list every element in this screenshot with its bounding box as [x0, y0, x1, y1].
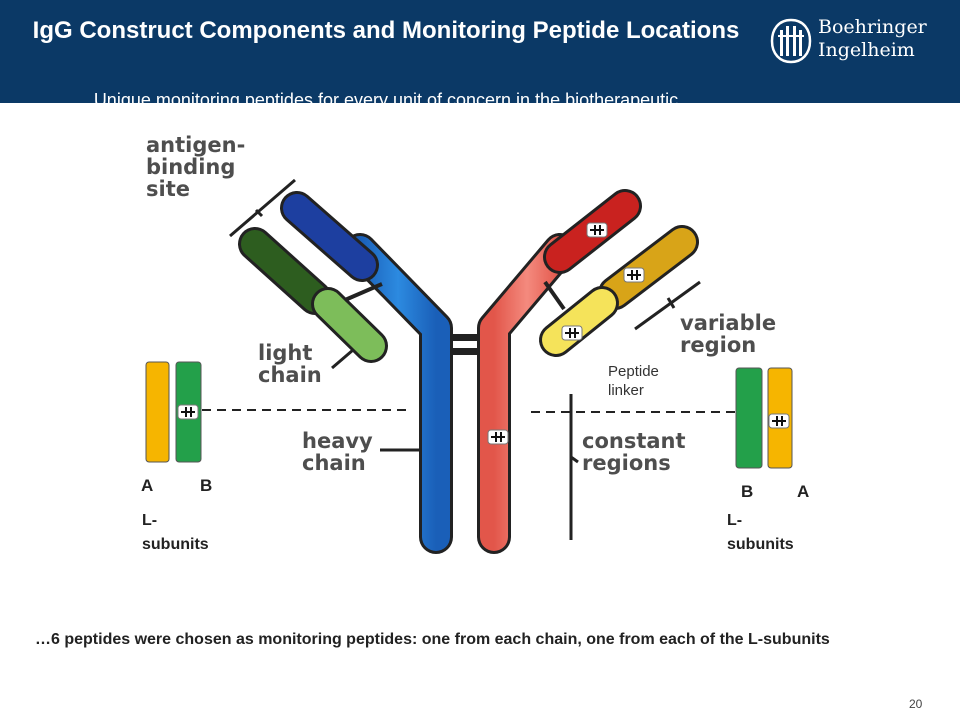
heavy-chain-right [480, 236, 574, 551]
antigen-binding-bracket-tick [254, 208, 264, 218]
antibody-figure: antigen- binding site light chain heavy … [90, 132, 841, 590]
peptide-marker-icon [177, 404, 199, 420]
left-subunits-label: L- subunits [142, 512, 209, 553]
peptide-marker-icon [623, 267, 645, 283]
logo-text: Boehringer Ingelheim [818, 16, 927, 61]
peptide-marker-icon [586, 222, 608, 238]
variable-region-bracket-tick [666, 297, 676, 309]
left-subunit-a-label: A [141, 476, 154, 495]
slide-title: IgG Construct Components and Monitoring … [32, 17, 740, 44]
page-number: 20 [909, 697, 923, 711]
light-constant-left [314, 290, 385, 360]
light-variable-right [601, 228, 696, 307]
slide-subtitle: Unique monitoring peptides for every uni… [93, 90, 679, 110]
variable-region-bracket [634, 280, 701, 331]
peptide-marker-icon [768, 413, 790, 429]
logo-emblem-icon [770, 18, 812, 64]
header-bar: IgG Construct Components and Monitoring … [0, 0, 960, 110]
company-logo: Boehringer Ingelheim [766, 14, 956, 74]
hinge-bar-top [448, 334, 480, 341]
heavy-variable-left [283, 194, 376, 279]
left-subunit-a [145, 361, 170, 463]
antibody-diagram [145, 178, 793, 554]
heavy-chain-label: heavy chain [302, 429, 373, 475]
variable-region-label: variable region [680, 311, 777, 357]
peptide-linker-label: Peptide linker [608, 363, 659, 399]
light-heavy-link-left [344, 282, 383, 302]
light-chain-pointer [331, 348, 354, 370]
light-chain-label: light chain [258, 341, 322, 387]
left-subunit-b-label: B [200, 476, 213, 495]
right-subunit-b [735, 367, 763, 469]
right-subunit-b-label: B [741, 482, 754, 501]
footnote-text: …6 peptides were chosen as monitoring pe… [35, 631, 830, 648]
constant-regions-bracket-tick [570, 455, 579, 464]
light-heavy-link-right [543, 280, 566, 311]
right-subunit-a-label: A [797, 482, 810, 501]
antigen-binding-bracket [229, 178, 296, 238]
peptide-marker-icon [561, 325, 583, 341]
constant-regions-label: constant regions [582, 429, 686, 475]
peptide-marker-icon [487, 429, 509, 445]
heavy-chain-left [346, 236, 450, 551]
antigen-binding-site-label: antigen- binding site [146, 133, 246, 201]
light-variable-left [241, 230, 329, 312]
right-subunits-label: L- subunits [727, 512, 794, 553]
hinge-bar-bottom [448, 348, 480, 355]
